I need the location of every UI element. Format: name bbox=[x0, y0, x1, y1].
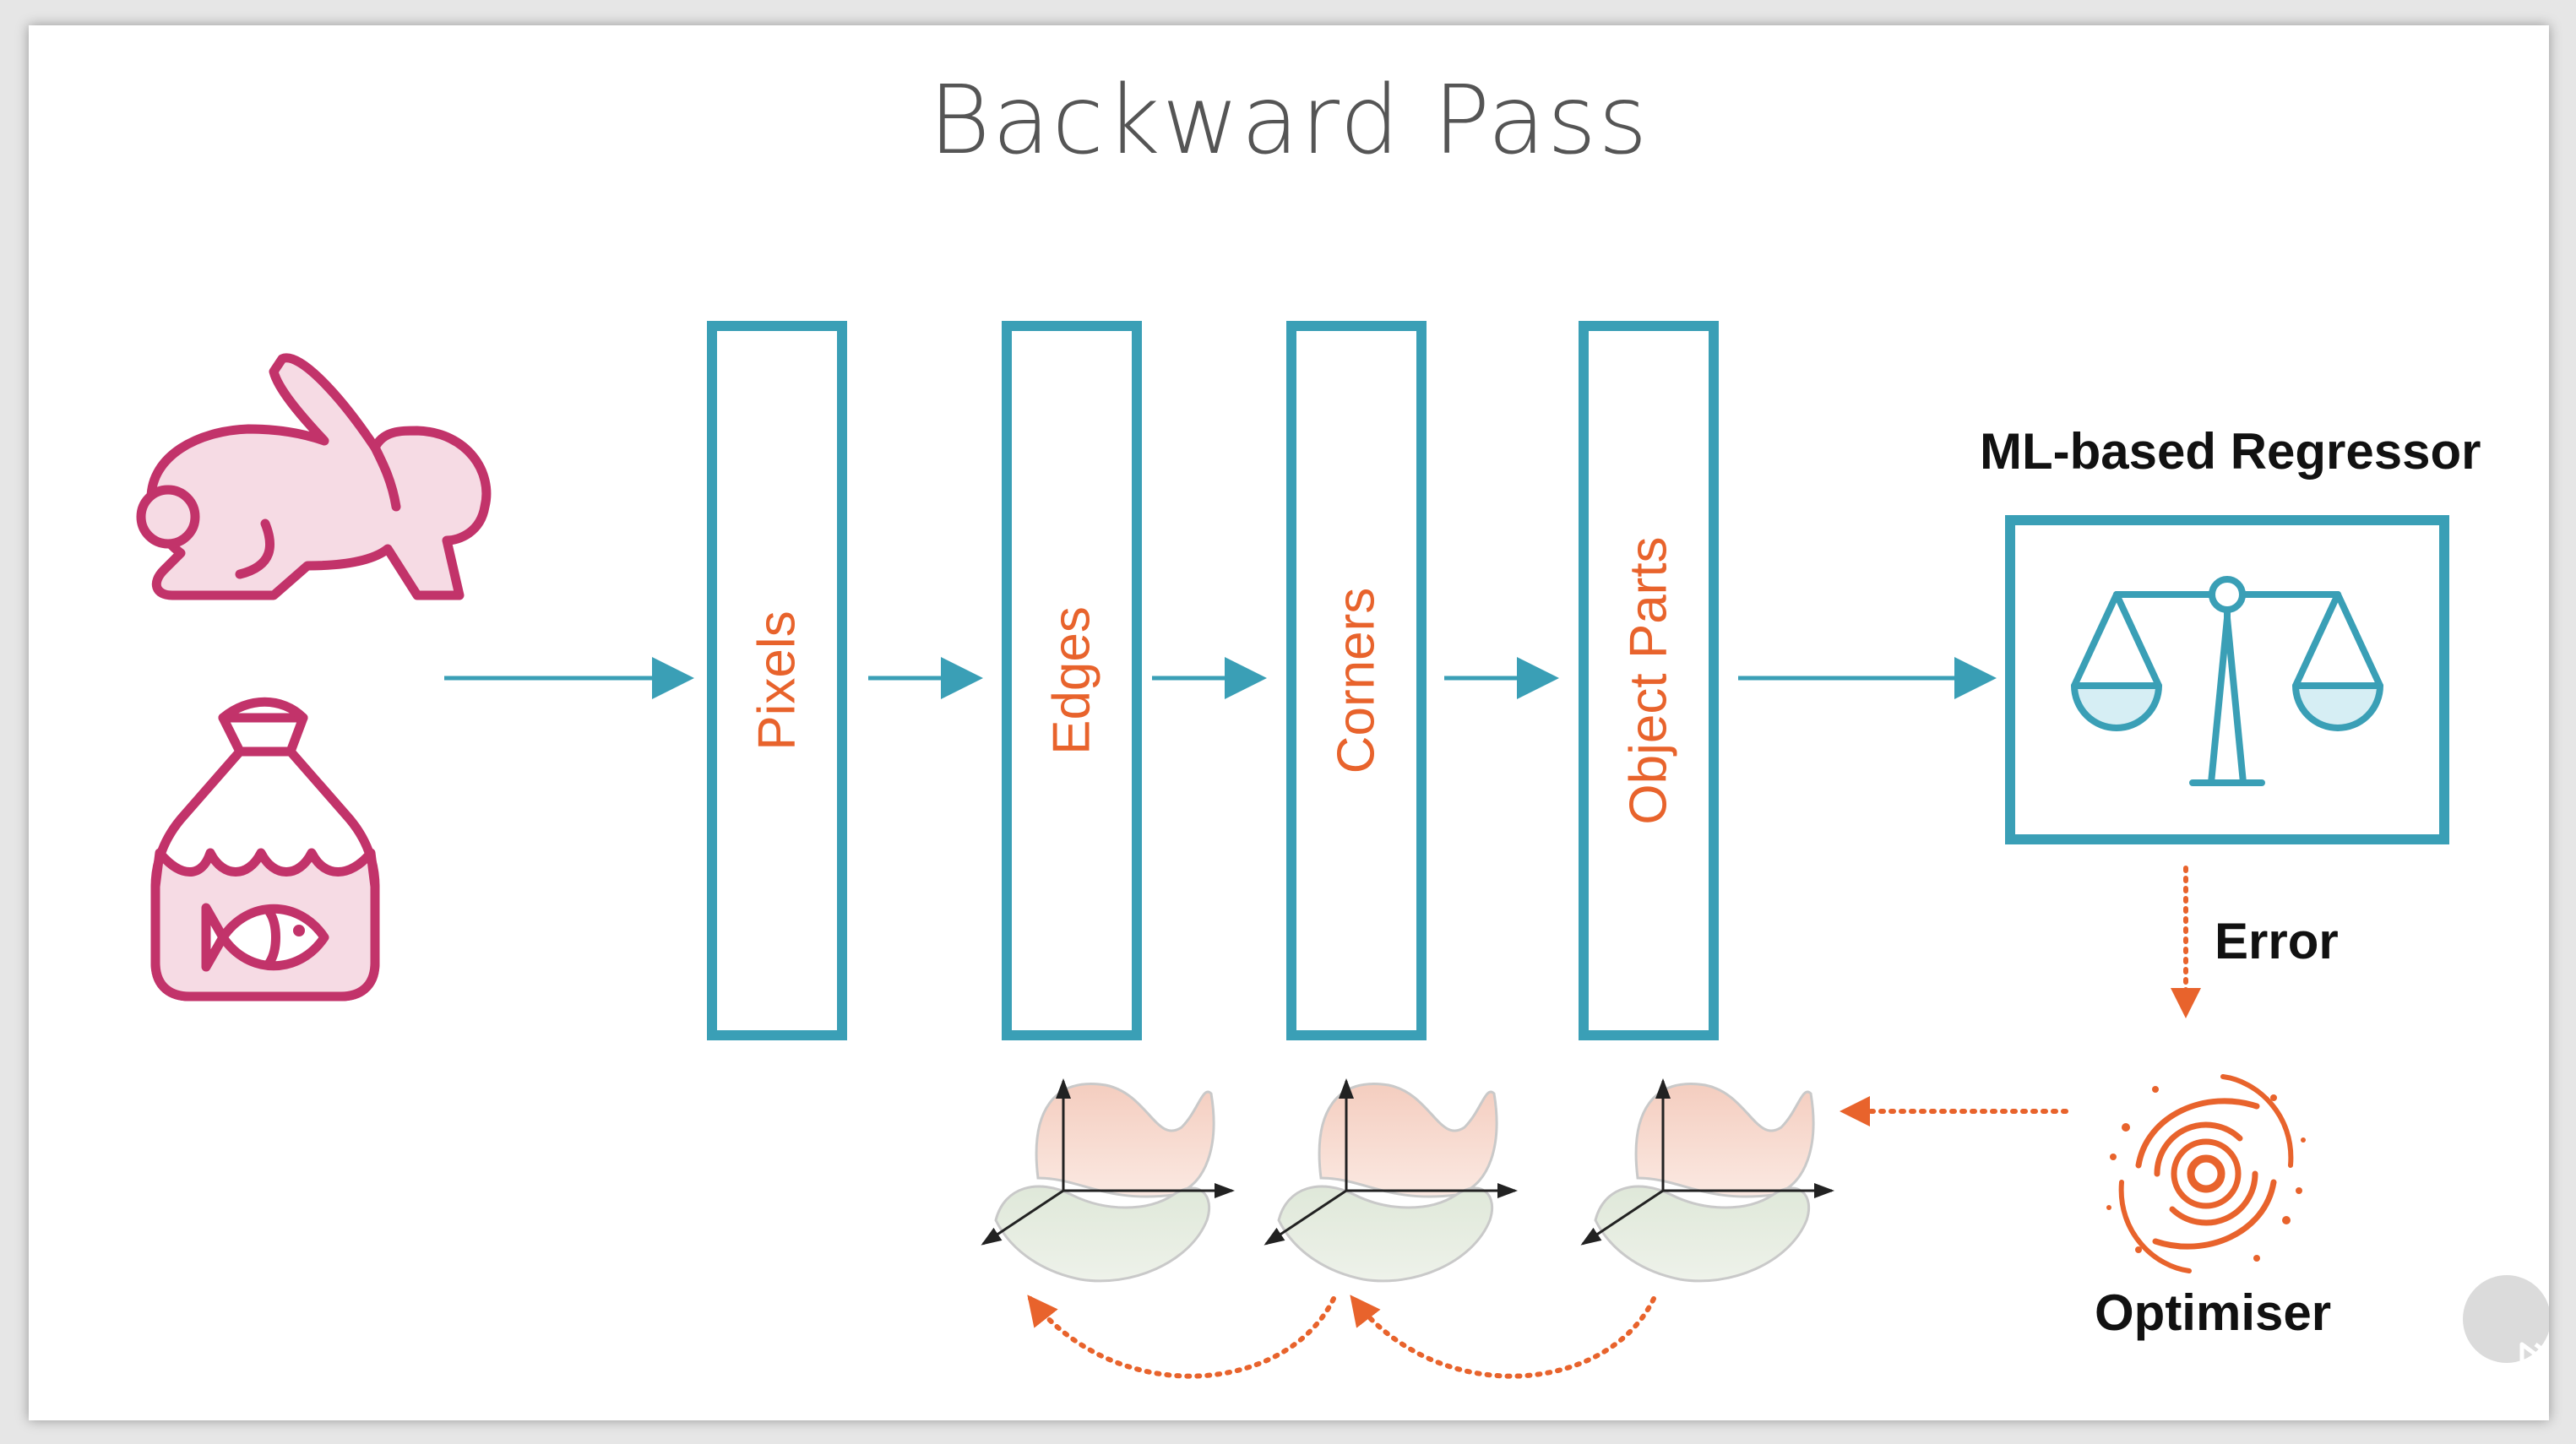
regressor-label: ML-based Regressor bbox=[1980, 423, 2481, 480]
optimiser-label: Optimiser bbox=[2095, 1284, 2332, 1341]
regressor-box bbox=[2005, 515, 2449, 844]
play-button[interactable] bbox=[2463, 1275, 2549, 1363]
error-label: Error bbox=[2215, 913, 2339, 969]
layer-label: Edges bbox=[1042, 606, 1101, 755]
layer-box-corners: Corners bbox=[1286, 321, 1427, 1040]
layer-label: Object Parts bbox=[1619, 536, 1678, 825]
page-title: Backward Pass bbox=[928, 66, 1649, 176]
layer-box-pixels: Pixels bbox=[707, 321, 847, 1040]
layer-box-object-parts: Object Parts bbox=[1579, 321, 1719, 1040]
layer-box-edges: Edges bbox=[1002, 321, 1142, 1040]
spiral-icon bbox=[2106, 1074, 2306, 1273]
diagram-graphics bbox=[136, 353, 2306, 1379]
fish-jar-icon bbox=[150, 697, 380, 1002]
surface-plot-icon bbox=[1580, 1078, 1834, 1283]
surface-plot-icon bbox=[1264, 1078, 1518, 1283]
arrow-update-corners bbox=[1350, 1295, 1656, 1379]
layer-label: Pixels bbox=[747, 611, 807, 751]
scales-icon bbox=[2071, 576, 2383, 786]
rabbit-icon bbox=[136, 353, 492, 600]
arrow-update-edges bbox=[1027, 1295, 1336, 1379]
slide: Backward Pass bbox=[29, 25, 2549, 1420]
layer-label: Corners bbox=[1327, 587, 1386, 774]
surface-plot-icon bbox=[981, 1078, 1235, 1283]
